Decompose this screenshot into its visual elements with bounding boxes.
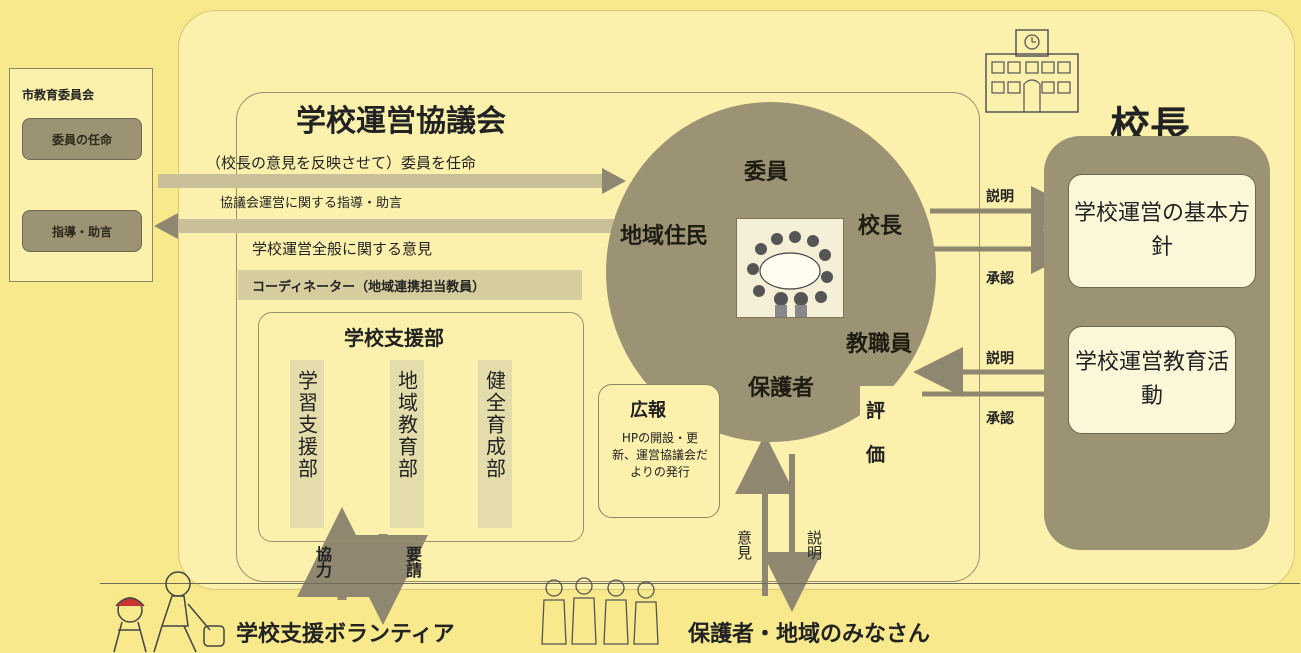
guidance-pill: 指導・助言	[22, 210, 142, 252]
support-box	[258, 312, 584, 542]
circle-members-label: 委員	[744, 160, 789, 185]
evaluation-cell	[860, 386, 902, 468]
dept-learning: 学習支援部	[290, 360, 324, 528]
evaluation-char-1: 評	[866, 400, 886, 422]
opinion-arrow	[154, 213, 616, 239]
approve-label-1: 承認	[986, 271, 1014, 287]
approve-label-2: 承認	[986, 411, 1014, 427]
volunteers-illustration	[113, 571, 225, 653]
circle-guardians-label: 保護者	[748, 376, 815, 401]
circle-principal-label: 校長	[858, 214, 903, 239]
community-label: 保護者・地域のみなさん	[688, 622, 931, 647]
volunteers-label: 学校支援ボランティア	[236, 622, 455, 647]
explain-label-bottom: 説明	[805, 530, 823, 560]
cooperate-label: 協力	[313, 546, 332, 578]
circle-staff-label: 教職員	[846, 332, 913, 357]
school-building-icon	[985, 29, 1079, 113]
opinion-label: 意見	[735, 530, 753, 560]
guidance-note: 協議会運営に関する指導・助言	[220, 196, 403, 211]
appoint-arrow	[158, 168, 626, 194]
support-title: 学校支援部	[344, 326, 444, 350]
council-title: 学校運営協議会	[296, 104, 506, 139]
city-board-title: 市教育委員会	[22, 88, 95, 102]
bottom-divider	[100, 583, 1300, 584]
request-label: 要請	[403, 546, 422, 578]
pr-title: 広報	[630, 400, 666, 421]
policy-card: 学校運営の基本方針	[1068, 174, 1256, 288]
pr-text: HPの開設・更新、運営協議会だよりの発行	[612, 431, 709, 479]
evaluation-char-2: 価	[866, 444, 886, 466]
appoint-pill: 委員の任命	[22, 118, 142, 160]
circle-residents-label: 地域住民	[620, 224, 709, 249]
dept-community: 地域教育部	[390, 360, 424, 528]
dept-wellbeing: 健全育成部	[478, 360, 512, 528]
community-illustration	[541, 577, 659, 645]
opinion-note: 学校運営全般に関する意見	[252, 240, 433, 258]
explain-label-1: 説明	[986, 189, 1014, 205]
explain-label-2: 説明	[986, 351, 1014, 367]
activities-card: 学校運営教育活動	[1068, 326, 1236, 434]
appoint-note: （校長の意見を反映させて）委員を任命	[206, 154, 477, 172]
coordinator-band: コーディネーター（地域連携担当教員）	[238, 270, 582, 300]
pr-box	[598, 384, 720, 518]
meeting-illustration	[736, 218, 844, 318]
council-box	[236, 92, 980, 582]
